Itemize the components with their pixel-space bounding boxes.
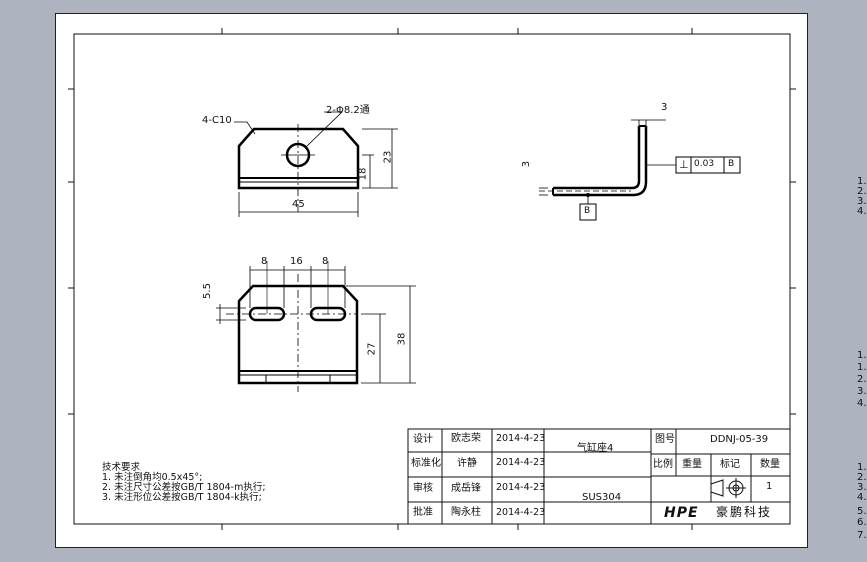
company-name: 豪鹏科技 <box>716 505 773 519</box>
approver: 陶永柱 <box>451 507 481 518</box>
title-block-grid <box>407 428 791 525</box>
note-line-2: 2. 未注尺寸公差按GB/T 1804-m执行; <box>102 482 266 493</box>
drawing-sheet: 4-C10 2-Φ8.2通 23 18 45 3 3 ⊥ 0.03 B B 8 … <box>55 13 808 548</box>
side-item: 2. <box>857 472 867 483</box>
drawing-no-label: 图号 <box>655 434 675 445</box>
standard-date: 2014-4-23 <box>496 457 546 468</box>
slot-offset-dim: 5.5 <box>201 283 213 299</box>
side-item: 4. <box>857 398 867 409</box>
datum-label: B <box>584 206 591 216</box>
drawing-no: DDNJ-05-39 <box>710 434 769 445</box>
notes-title: 技术要求 <box>102 462 141 473</box>
design-label: 设计 <box>413 434 433 445</box>
side-item: 2. <box>857 374 867 385</box>
notes-block: 技术要求 1. 未注倒角均0.5x45°; 2. 未注尺寸公差按GB/T 180… <box>102 463 266 503</box>
height-total-dim: 23 <box>382 150 394 164</box>
side-item: 1. <box>857 350 867 361</box>
side-item: 4. <box>857 206 867 217</box>
designer: 欧志荣 <box>451 433 481 444</box>
approve-date: 2014-4-23 <box>496 507 546 518</box>
slot-b-dim: 8 <box>322 256 329 267</box>
projection-symbol <box>710 478 746 498</box>
front-view <box>216 261 416 392</box>
hole-dim: 2-Φ8.2通 <box>326 105 370 116</box>
weight-label: 重量 <box>682 459 702 470</box>
side-item: 1. <box>857 462 867 473</box>
review-label: 审核 <box>413 483 433 494</box>
standard-by: 许静 <box>457 458 477 469</box>
qty-value: 1 <box>766 481 773 492</box>
approve-label: 批准 <box>413 507 433 518</box>
side-item: 3. <box>857 196 867 207</box>
review-date: 2014-4-23 <box>496 482 546 493</box>
side-item: 7. <box>857 530 867 541</box>
tol-value: 0.03 <box>694 159 715 169</box>
tol-datum: B <box>728 159 735 169</box>
top-view <box>234 111 398 217</box>
side-item: 3. <box>857 482 867 493</box>
slot-a-dim: 8 <box>261 256 268 267</box>
side-item: 1. <box>857 362 867 373</box>
slot-mid-dim: 16 <box>290 256 303 267</box>
inner-border <box>73 33 791 525</box>
design-date: 2014-4-23 <box>496 433 546 444</box>
chamfer-dim: 4-C10 <box>202 115 232 126</box>
scale-label: 比例 <box>653 459 673 470</box>
tol-symbol: ⊥ <box>679 158 689 171</box>
width-dim: 45 <box>292 199 305 210</box>
reviewer: 成岳锋 <box>451 483 481 494</box>
side-item: 2. <box>857 186 867 197</box>
thickness-top-dim: 3 <box>661 102 668 113</box>
thickness-left-dim: 3 <box>521 160 533 168</box>
total-height-dim: 38 <box>396 332 408 346</box>
standard-label: 标准化 <box>411 458 441 469</box>
note-line-3: 3. 未注形位公差按GB/T 1804-k执行; <box>102 492 262 503</box>
part-name: 气缸座4 <box>577 443 614 454</box>
drawing-canvas <box>68 28 796 530</box>
height-inner-dim: 18 <box>357 167 369 181</box>
qty-label: 数量 <box>760 459 780 470</box>
mark-label: 标记 <box>720 459 740 470</box>
side-item: 4. <box>857 492 867 503</box>
material: SUS304 <box>582 492 622 503</box>
slot-height-dim: 27 <box>366 342 378 356</box>
side-item: 3. <box>857 386 867 397</box>
side-view <box>539 119 741 221</box>
side-item: 1. <box>857 176 867 187</box>
company-logo: HPE <box>664 505 699 521</box>
side-item: 6. <box>857 517 867 528</box>
side-item: 5. <box>857 506 867 517</box>
note-line-1: 1. 未注倒角均0.5x45°; <box>102 472 203 483</box>
